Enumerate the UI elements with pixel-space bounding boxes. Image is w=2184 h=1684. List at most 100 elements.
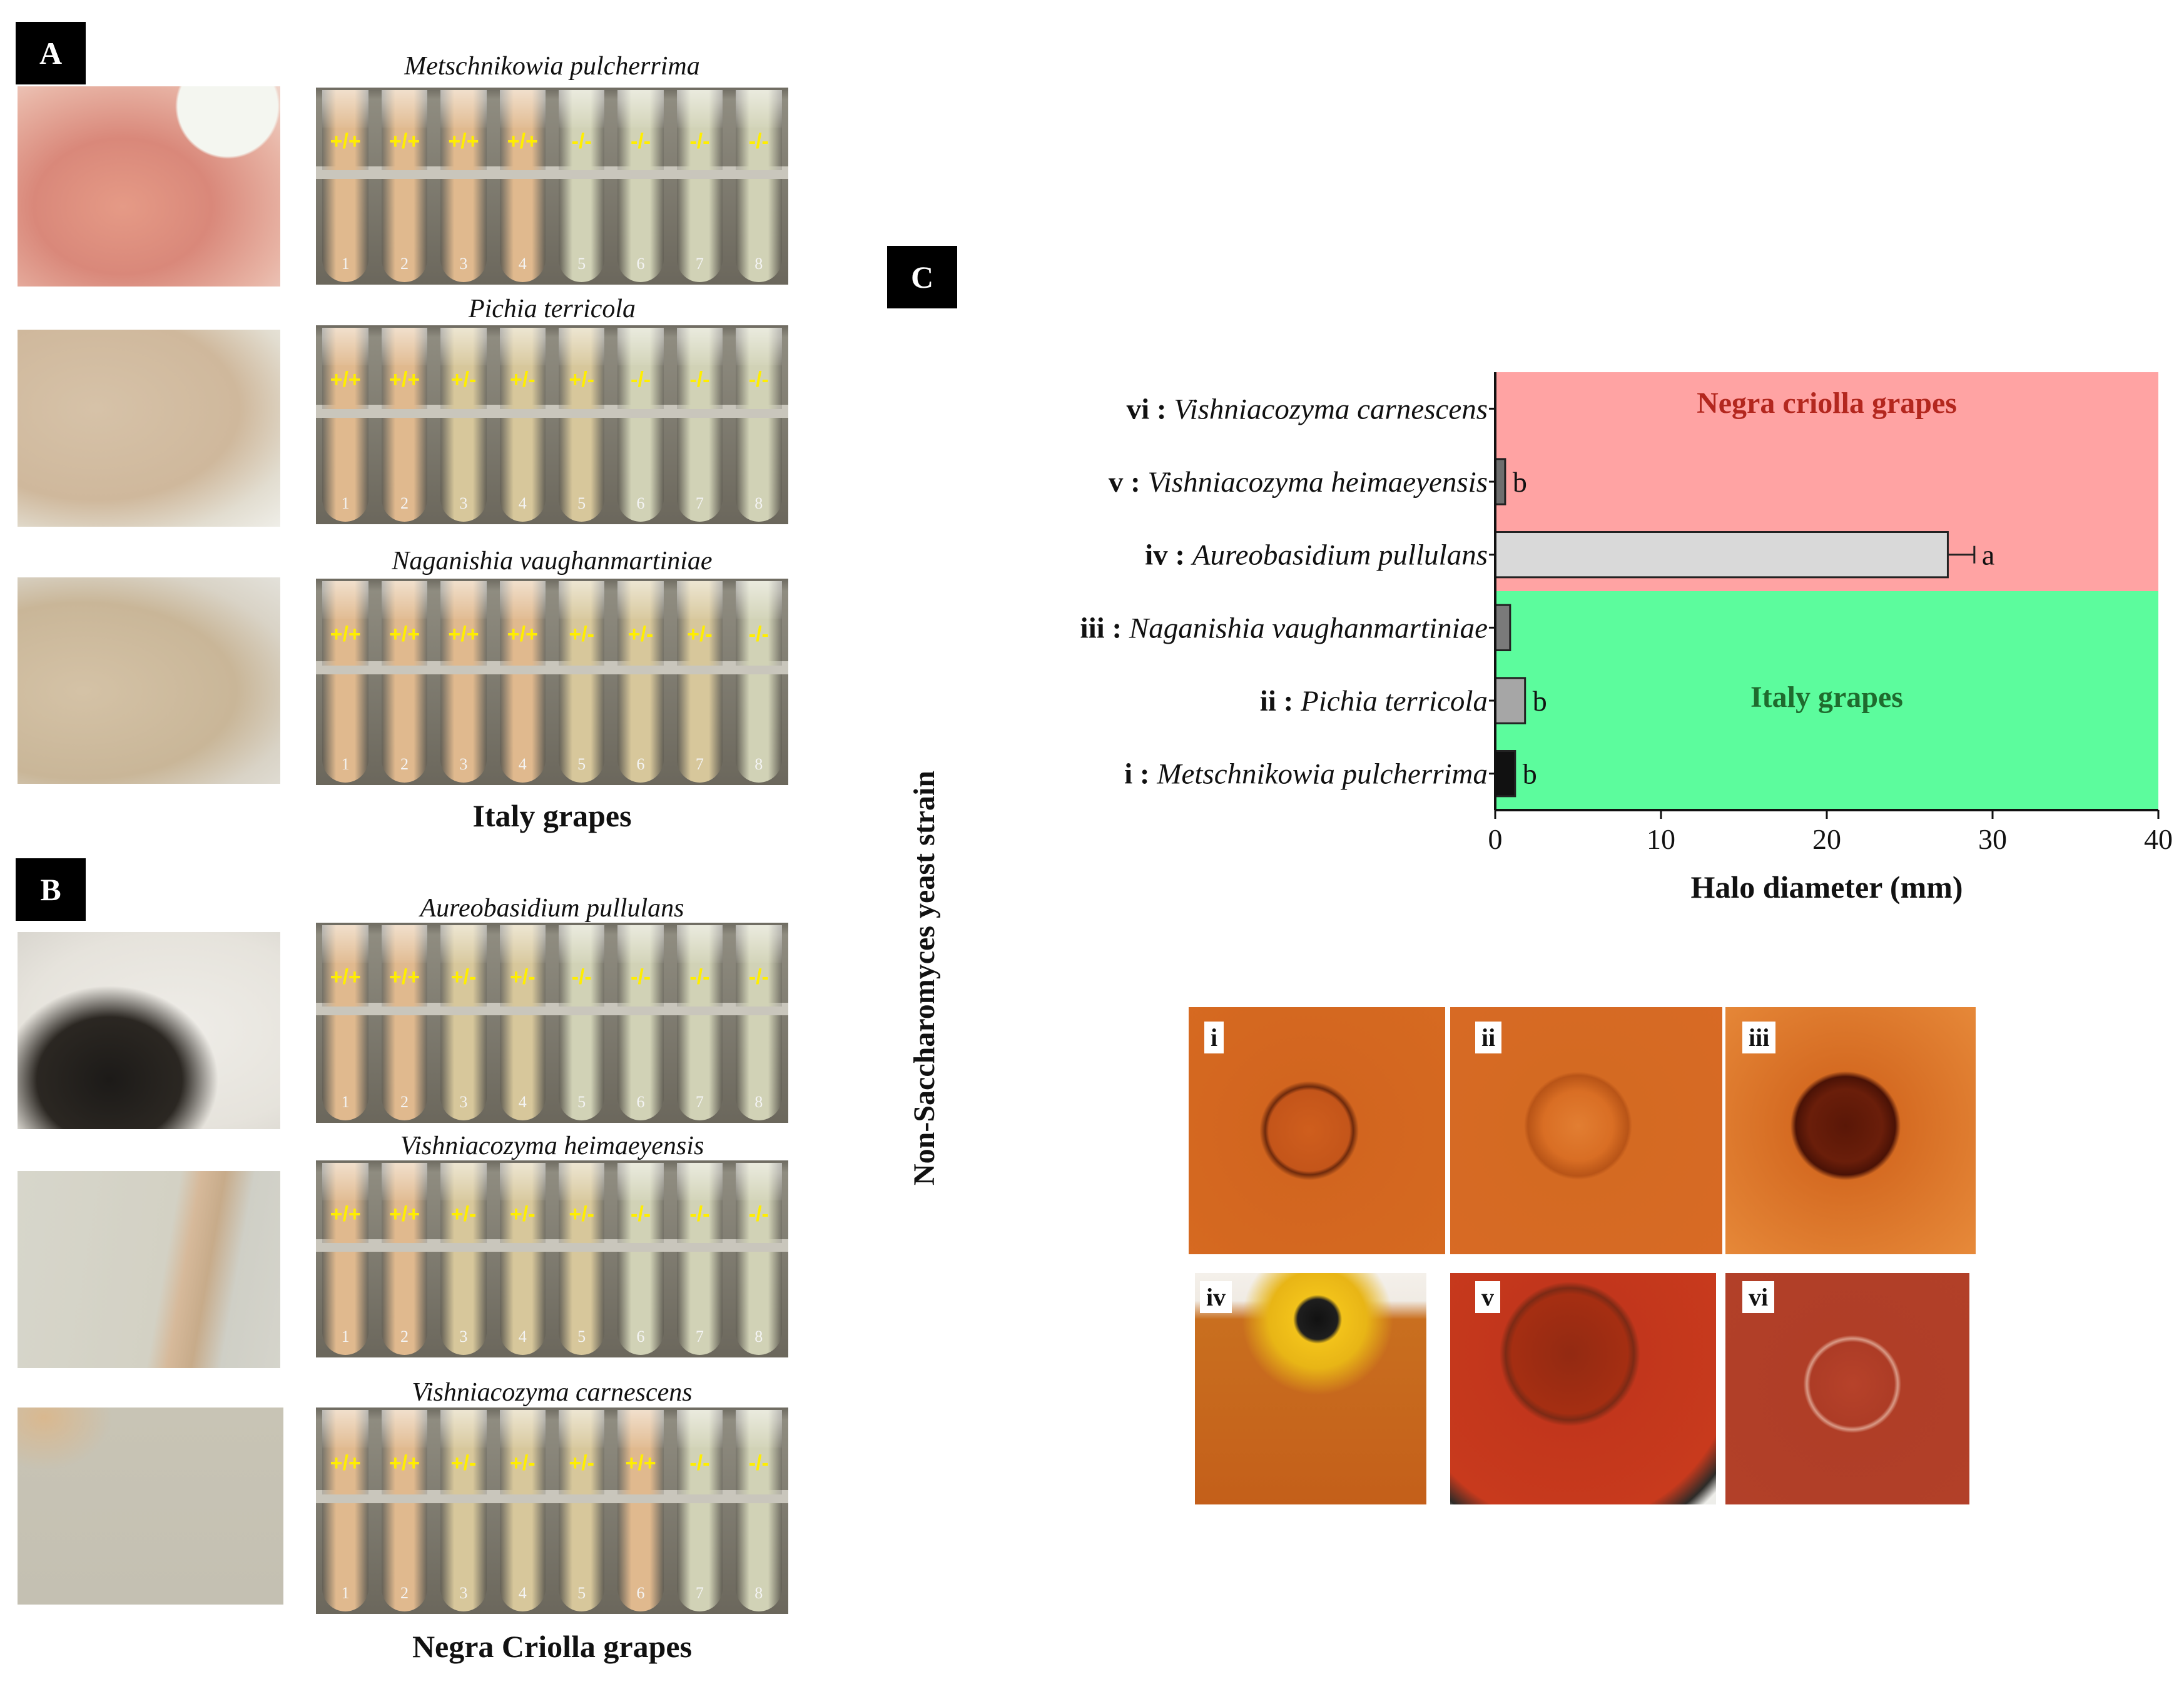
growth-mark: +/+ bbox=[448, 129, 479, 153]
tube-number: 3 bbox=[459, 1584, 468, 1602]
significance-letter: b bbox=[1533, 685, 1547, 717]
x-tick-label: 30 bbox=[1978, 823, 2007, 855]
growth-mark: +/- bbox=[687, 622, 713, 646]
tube-rack-aureobasidium: +/+1+/+2+/-3+/-4-/-5-/-6-/-7-/-8 bbox=[316, 923, 788, 1123]
species-title-b1: Aureobasidium pullulans bbox=[420, 894, 684, 923]
culture-tube: +/-6 bbox=[617, 581, 664, 783]
culture-tube: -/-8 bbox=[736, 90, 782, 282]
tube-number: 4 bbox=[518, 494, 527, 512]
x-tick-label: 20 bbox=[1812, 823, 1841, 855]
tube-number: 1 bbox=[341, 1093, 350, 1111]
dish-label-v: v bbox=[1475, 1281, 1500, 1313]
category-label: i : Metschnikowia pulcherrima bbox=[1124, 758, 1488, 791]
culture-tube: +/+1 bbox=[322, 581, 368, 783]
tube-number: 5 bbox=[577, 755, 586, 773]
panel-b-caption: Negra Criolla grapes bbox=[412, 1629, 693, 1664]
culture-tube: +/+ 2 bbox=[381, 90, 428, 282]
culture-tube: +/-7 bbox=[676, 581, 723, 783]
growth-mark: +/- bbox=[509, 965, 536, 989]
tube-number: 2 bbox=[400, 255, 409, 273]
growth-mark: +/- bbox=[569, 1202, 594, 1226]
growth-mark: -/- bbox=[748, 129, 769, 153]
growth-mark: +/+ bbox=[389, 622, 420, 646]
growth-mark: +/+ bbox=[330, 622, 361, 646]
bar bbox=[1494, 531, 1949, 579]
x-tick-label: 0 bbox=[1488, 823, 1503, 855]
growth-mark: +/- bbox=[569, 622, 594, 646]
tube-number: 8 bbox=[754, 1093, 763, 1111]
culture-tube: +/- 5 bbox=[558, 581, 605, 783]
rack-bar bbox=[316, 1007, 788, 1016]
culture-tube: +/-5 bbox=[558, 328, 605, 522]
tube-number: 5 bbox=[577, 1584, 586, 1602]
growth-mark: +/+ bbox=[389, 367, 420, 392]
culture-tube: -/-6 bbox=[617, 1163, 664, 1355]
category-label: v : Vishniacozyma heimaeyensis bbox=[1109, 466, 1488, 499]
tube-number: 1 bbox=[341, 255, 350, 273]
tube-number: 4 bbox=[518, 1584, 527, 1602]
culture-tube: +/+2 bbox=[381, 1163, 428, 1355]
bar bbox=[1494, 677, 1526, 724]
tube-number: 4 bbox=[518, 1093, 527, 1111]
growth-mark: +/+ bbox=[448, 622, 479, 646]
dish-label-iii: iii bbox=[1742, 1022, 1776, 1053]
tube-number: 4 bbox=[518, 1327, 527, 1346]
growth-mark: +/+ bbox=[330, 129, 361, 153]
x-tick-label: 10 bbox=[1647, 823, 1675, 855]
culture-tube: +/-3 bbox=[440, 328, 487, 522]
species-title-a3: Naganishia vaughanmartiniae bbox=[392, 547, 713, 576]
growth-mark: +/+ bbox=[330, 1451, 361, 1475]
culture-tube: +/+6 bbox=[617, 1410, 664, 1611]
colony-photo-naganishia bbox=[18, 577, 280, 784]
growth-mark: -/- bbox=[571, 965, 592, 989]
dish-label-vi: vi bbox=[1742, 1281, 1775, 1313]
category-label: iv : Aureobasidium pullulans bbox=[1145, 539, 1488, 572]
culture-tube: +/+2 bbox=[381, 328, 428, 522]
culture-tube: -/-7 bbox=[676, 90, 723, 282]
dish-label-i: i bbox=[1204, 1022, 1224, 1053]
tube-number: 5 bbox=[577, 1327, 586, 1346]
growth-mark: -/- bbox=[689, 1202, 710, 1226]
growth-mark: +/+ bbox=[389, 129, 420, 153]
dish-label-ii: ii bbox=[1475, 1022, 1502, 1053]
colony-photo-pichia bbox=[18, 330, 280, 527]
culture-tube: +/+1 bbox=[322, 925, 368, 1120]
culture-tube: -/-8 bbox=[736, 328, 782, 522]
tube-number: 5 bbox=[577, 494, 586, 512]
growth-mark: +/+ bbox=[507, 622, 538, 646]
culture-tube: -/-5 bbox=[558, 925, 605, 1120]
culture-tube: +/-4 bbox=[499, 328, 546, 522]
culture-tube: -/-7 bbox=[676, 925, 723, 1120]
region-background bbox=[1495, 591, 2158, 810]
culture-tube: -/-7 bbox=[676, 1163, 723, 1355]
growth-mark: -/- bbox=[689, 129, 710, 153]
culture-tube: -/-8 bbox=[736, 925, 782, 1120]
rack-bar bbox=[316, 170, 788, 180]
culture-tube: +/-4 bbox=[499, 1163, 546, 1355]
tube-number: 4 bbox=[518, 255, 527, 273]
culture-tube: -/-5 bbox=[558, 90, 605, 282]
growth-mark: +/+ bbox=[330, 367, 361, 392]
tube-number: 1 bbox=[341, 494, 350, 512]
culture-tube: +/-3 bbox=[440, 1163, 487, 1355]
region-label: Negra criolla grapes bbox=[1697, 387, 1957, 420]
culture-tube: +/+3 bbox=[440, 581, 487, 783]
growth-mark: +/+ bbox=[389, 965, 420, 989]
tube-number: 1 bbox=[341, 1327, 350, 1346]
culture-tube: +/- 4 bbox=[499, 1410, 546, 1611]
bar bbox=[1494, 750, 1516, 798]
growth-mark: -/- bbox=[748, 367, 769, 392]
culture-tube: +/+4 bbox=[499, 581, 546, 783]
culture-tube: +/+ 1 bbox=[322, 328, 368, 522]
culture-tube: +/+1 bbox=[322, 1163, 368, 1355]
growth-mark: -/- bbox=[571, 129, 592, 153]
culture-tube: +/- 5 bbox=[558, 1163, 605, 1355]
bar bbox=[1494, 458, 1506, 505]
culture-tube: -/-7 bbox=[676, 328, 723, 522]
culture-tube: +/+2 bbox=[381, 925, 428, 1120]
tube-number: 7 bbox=[695, 494, 704, 512]
growth-mark: +/+ bbox=[389, 1451, 420, 1475]
tube-number: 2 bbox=[400, 1327, 409, 1346]
tube-number: 6 bbox=[636, 255, 645, 273]
growth-mark: +/- bbox=[509, 1451, 536, 1475]
